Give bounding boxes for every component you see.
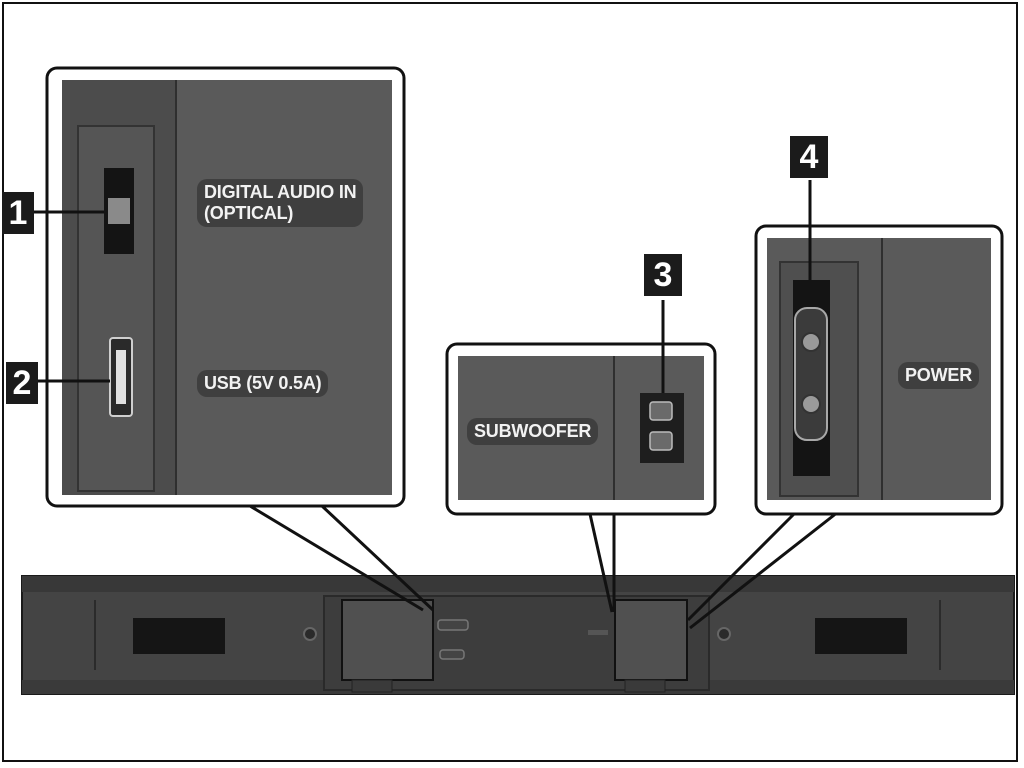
- power-label: POWER: [898, 362, 980, 389]
- callout-number-3: 3: [644, 254, 682, 296]
- soundbar: [21, 575, 1015, 695]
- speaker-grille-right: [815, 618, 907, 654]
- inset-panel-right: [754, 224, 1004, 516]
- subwoofer-label: SUBWOOFER: [467, 418, 599, 445]
- screw-left-icon: [303, 627, 317, 641]
- callout-pointers: [34, 180, 812, 393]
- callout-number-2: 2: [6, 362, 38, 404]
- leader-lines: [249, 504, 839, 630]
- screw-right-icon: [717, 627, 731, 641]
- inset-panel-left: [45, 66, 406, 508]
- digital-audio-in-label: DIGITAL AUDIO IN (OPTICAL): [197, 179, 364, 227]
- usb-label: USB (5V 0.5A): [197, 370, 329, 397]
- callout-number-1: 1: [2, 192, 34, 234]
- callout-number-4: 4: [790, 136, 828, 178]
- speaker-grille-left: [133, 618, 225, 654]
